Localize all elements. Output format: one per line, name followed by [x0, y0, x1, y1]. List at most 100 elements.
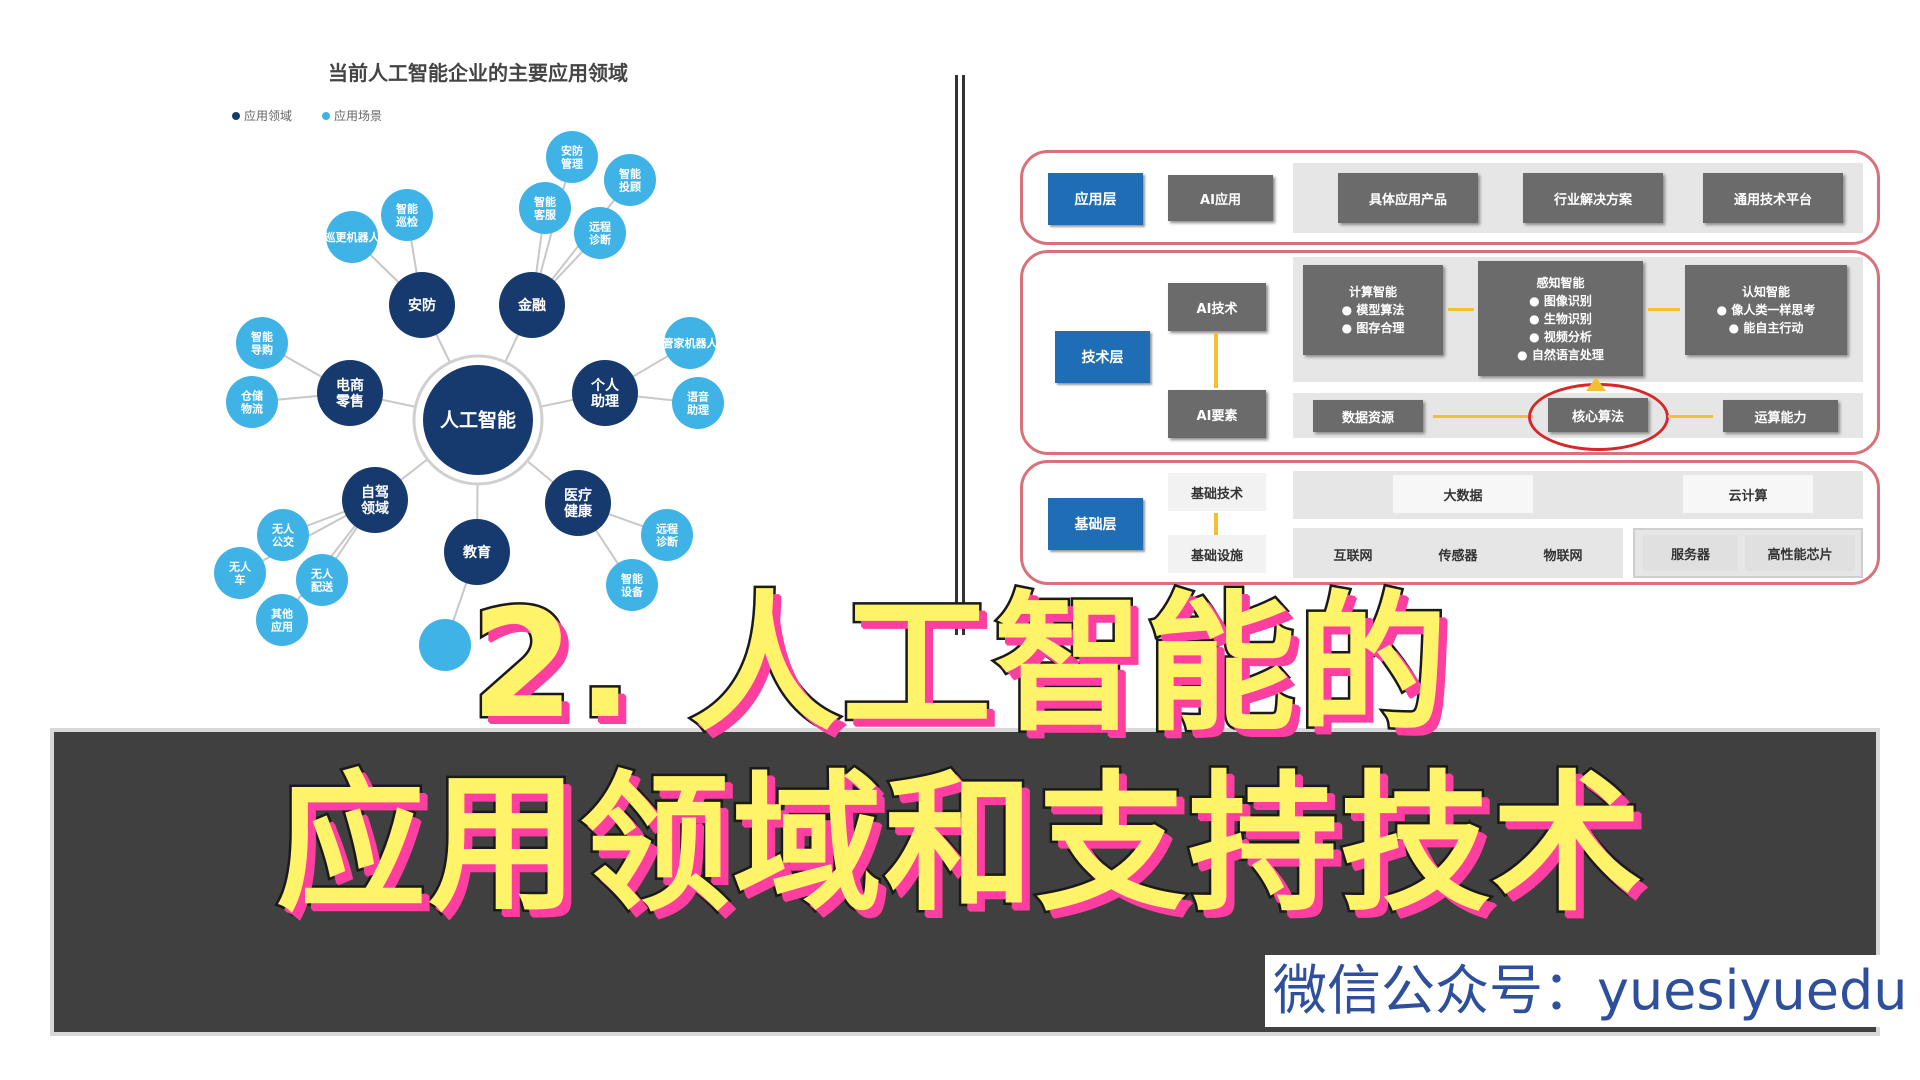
node-label: 配送 [311, 579, 334, 593]
computing-line-2: ● 图存合理 [1341, 321, 1405, 335]
node-label: 导购 [251, 342, 273, 356]
ai-application-box: AI应用 [1168, 175, 1273, 221]
perception-line-4: ● 自然语言处理 [1517, 347, 1604, 362]
app-item-general-platform: 通用技术平台 [1703, 173, 1843, 223]
node-label: 电商 [336, 377, 364, 394]
node-label: 无人 [228, 559, 252, 573]
base-infrastructure-box: 基础设施 [1168, 535, 1266, 573]
scene-node: 无人车 [214, 547, 266, 599]
base-layer: 基础层 基础技术 基础设施 大数据 云计算 互联网 传感器 物联网 服务器 高性… [1020, 460, 1880, 585]
node-label: 个人 [590, 377, 620, 394]
node-label: 助理 [591, 393, 619, 410]
node-label: 智能 [396, 201, 418, 215]
base-vertical-arrow [1214, 513, 1218, 535]
diagram-nodes: 人工智能安防智能巡检巡更机器人金融安防管理智能投顾智能客服远程诊断个人助理管家机… [214, 131, 724, 671]
arrow-power-to-algorithm [1668, 415, 1713, 418]
node-label: 远程 [656, 521, 678, 535]
node-label: 投顾 [619, 179, 641, 193]
node-label: 助理 [687, 402, 709, 416]
node-label: 无人 [271, 521, 295, 535]
headline-line-2: 应用领域和支持技术 [273, 758, 1644, 933]
domain-node: 金融 [499, 272, 565, 338]
computing-line-1: ● 模型算法 [1341, 303, 1405, 317]
technology-layer-label: 技术层 [1055, 331, 1150, 383]
scene-node: 巡更机器人 [325, 211, 381, 263]
node-label: 医疗 [564, 487, 592, 504]
cognition-line-1: ● 像人类一样思考 [1716, 303, 1816, 317]
app-item-products: 具体应用产品 [1338, 173, 1478, 223]
application-layer-label: 应用层 [1048, 173, 1143, 225]
node-label: 金融 [517, 297, 546, 314]
node-label: 巡更机器人 [325, 230, 381, 244]
node-label: 健康 [564, 503, 593, 520]
wechat-watermark: 微信公众号：yuesiyuedu [1265, 955, 1915, 1027]
node-label: 领域 [361, 500, 389, 517]
computing-title: 计算智能 [1348, 285, 1397, 299]
legend-domain-label: 应用领域 [244, 108, 292, 123]
arrow-right-1 [1448, 308, 1474, 311]
center-node-ai: 人工智能 [412, 354, 544, 486]
ai-elements-box: AI要素 [1168, 390, 1266, 438]
base-layer-label: 基础层 [1048, 498, 1143, 550]
double-divider-line [955, 75, 965, 635]
computing-intelligence-box: 计算智能 ● 模型算法 ● 图存合理 [1303, 265, 1443, 355]
legend-scene-label: 应用场景 [334, 108, 382, 123]
ai-application-domains-diagram: 当前人工智能企业的主要应用领域 应用领域 应用场景 人工智能安防智能巡检巡更机器… [214, 61, 724, 671]
arrow-right-2 [1648, 308, 1680, 311]
ai-technology-architecture-diagram: 应用层 AI应用 具体应用产品 行业解决方案 通用技术平台 技术层 AI技术 A… [1020, 145, 1880, 585]
server-item: 服务器 [1643, 535, 1738, 571]
iot-item: 物联网 [1543, 548, 1583, 564]
node-label: 巡检 [396, 214, 418, 228]
headline-line-1: 2. 人工智能的 [468, 578, 1451, 753]
node-label: 人工智能 [440, 409, 516, 432]
perception-line-3: ● 视频分析 [1529, 329, 1592, 344]
node-label: 物流 [241, 401, 263, 415]
node-label: 教育 [463, 544, 491, 561]
node-label: 无人 [310, 566, 334, 580]
node-label: 智能 [621, 571, 643, 585]
arrow-data-to-algorithm [1433, 415, 1533, 418]
node-label: 智能 [534, 194, 556, 208]
node-label: 管理 [561, 156, 583, 170]
scene-node [419, 619, 471, 671]
bigdata-box: 大数据 [1393, 475, 1533, 513]
node-label: 管家机器人 [663, 336, 719, 350]
node-label: 客服 [533, 207, 557, 221]
node-label: 远程 [589, 219, 611, 233]
ai-technology-box: AI技术 [1168, 283, 1266, 331]
network-items-panel [1293, 528, 1623, 578]
domain-node: 教育 [444, 519, 510, 585]
data-resources-box: 数据资源 [1313, 400, 1423, 432]
node-label: 安防 [408, 297, 436, 314]
node-label: 智能 [619, 166, 641, 180]
node-label: 诊断 [589, 232, 611, 246]
node-label: 安防 [561, 143, 583, 157]
legend: 应用领域 应用场景 [232, 108, 382, 123]
cloud-computing-box: 云计算 [1683, 475, 1813, 513]
compute-power-box: 运算能力 [1723, 400, 1838, 432]
node-label: 零售 [335, 393, 364, 410]
app-item-industry-solutions: 行业解决方案 [1523, 173, 1663, 223]
perception-line-1: ● 图像识别 [1529, 293, 1592, 308]
node-label: 语音 [687, 389, 709, 403]
node-label: 仓储 [240, 388, 263, 402]
node-label: 设备 [621, 584, 644, 598]
cognition-line-2: ● 能自主行动 [1728, 321, 1804, 335]
node-label: 公交 [272, 534, 294, 548]
perception-title: 感知智能 [1536, 275, 1585, 290]
diagram-title: 当前人工智能企业的主要应用领域 [328, 61, 628, 85]
